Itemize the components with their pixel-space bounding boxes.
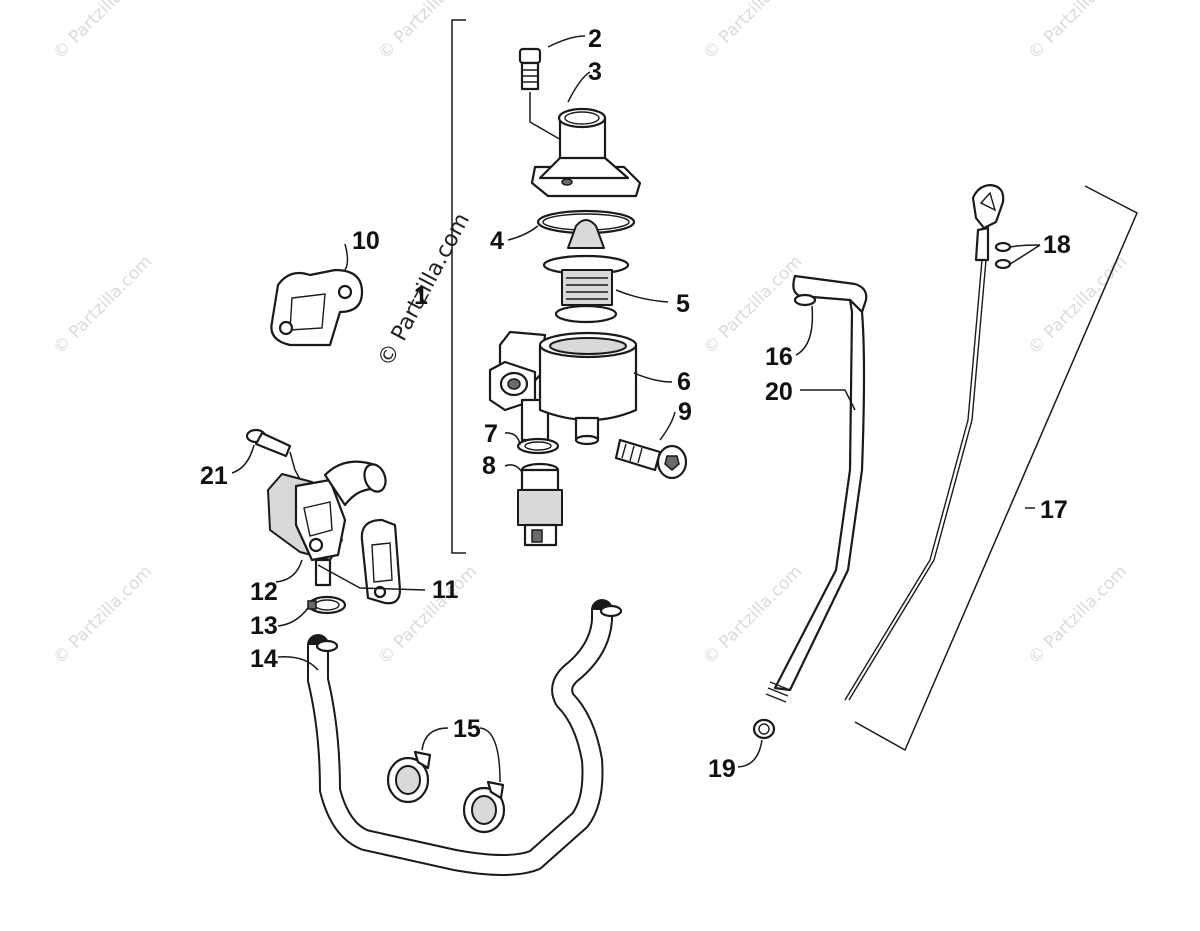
assembly-bracket <box>451 19 466 554</box>
part-14-hose <box>307 599 623 876</box>
callout-17: 17 <box>1040 496 1068 524</box>
callout-11: 11 <box>432 576 459 604</box>
watermark: © Partzilla.com <box>1024 0 1131 64</box>
watermark: © Partzilla.com <box>1024 562 1131 669</box>
watermark: © Partzilla.com <box>699 562 806 669</box>
callout-3: 3 <box>588 58 602 86</box>
callout-8: 8 <box>482 452 496 480</box>
part-6-thermostat-housing <box>488 330 638 446</box>
callout-4: 4 <box>490 227 504 255</box>
watermark: © Partzilla.com <box>1024 252 1131 359</box>
callout-13: 13 <box>250 612 278 640</box>
callout-12: 12 <box>250 578 278 606</box>
part-3-housing-cover <box>530 107 642 198</box>
part-9-bolt <box>614 438 688 480</box>
callout-9: 9 <box>678 398 692 426</box>
callout-18: 18 <box>1043 231 1071 259</box>
part-8-temp-sensor <box>517 462 563 547</box>
watermark: © Partzilla.com <box>699 0 806 64</box>
callout-15: 15 <box>453 715 481 743</box>
callout-2: 2 <box>588 25 602 53</box>
watermark: © Partzilla.com <box>374 0 481 64</box>
part-11-gasket <box>360 518 402 605</box>
part-19-o-ring <box>752 718 776 740</box>
part-15-clamps <box>386 750 506 834</box>
callout-21: 21 <box>200 462 228 490</box>
part-10-gasket <box>270 268 364 347</box>
part-5-thermostat <box>542 219 630 324</box>
callout-1: 1 <box>414 282 428 310</box>
part-20-dipstick-tube <box>765 274 868 703</box>
part-17-bracket <box>854 185 1138 752</box>
callout-5: 5 <box>676 290 690 318</box>
leader-lines <box>231 35 1041 783</box>
watermark: © Partzilla.com <box>49 252 156 359</box>
callout-20: 20 <box>765 378 793 406</box>
callout-labels: 1 2 3 4 5 6 7 8 9 10 11 12 13 14 15 16 1… <box>200 25 1071 783</box>
callout-16: 16 <box>765 343 793 371</box>
callout-6: 6 <box>677 368 691 396</box>
watermark: © Partzilla.com <box>49 0 156 64</box>
part-16-o-ring <box>793 293 817 307</box>
part-17-dipstick <box>844 183 1005 701</box>
part-18-o-rings <box>994 241 1012 270</box>
callout-7: 7 <box>484 420 498 448</box>
part-7-washer <box>516 437 560 455</box>
callout-10: 10 <box>352 227 380 255</box>
callout-19: 19 <box>708 755 736 783</box>
part-13-clamp <box>307 595 347 615</box>
callout-14: 14 <box>250 645 278 673</box>
watermark: © Partzilla.com <box>49 562 156 669</box>
part-12-elbow-fitting <box>267 460 387 587</box>
